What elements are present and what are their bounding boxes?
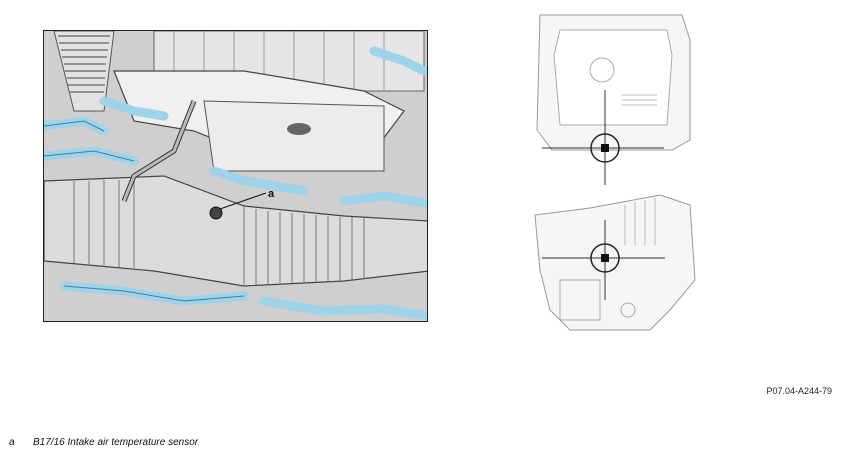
figure-reference-code: P07.04-A244-79 [766, 386, 832, 396]
locator-side-view [530, 190, 700, 350]
legend-item: a B17/16 Intake air temperature sensor [9, 437, 198, 448]
legend-description: B17/16 Intake air temperature sensor [33, 437, 199, 448]
ribbed-air-hose [53, 31, 115, 112]
locator-top-view [532, 10, 702, 190]
engine-illustration: a [43, 30, 428, 322]
legend-key: a [9, 437, 15, 448]
sensor-marker: a [209, 188, 275, 220]
intake-pipe [44, 175, 427, 287]
callout-letter: a [268, 188, 275, 200]
